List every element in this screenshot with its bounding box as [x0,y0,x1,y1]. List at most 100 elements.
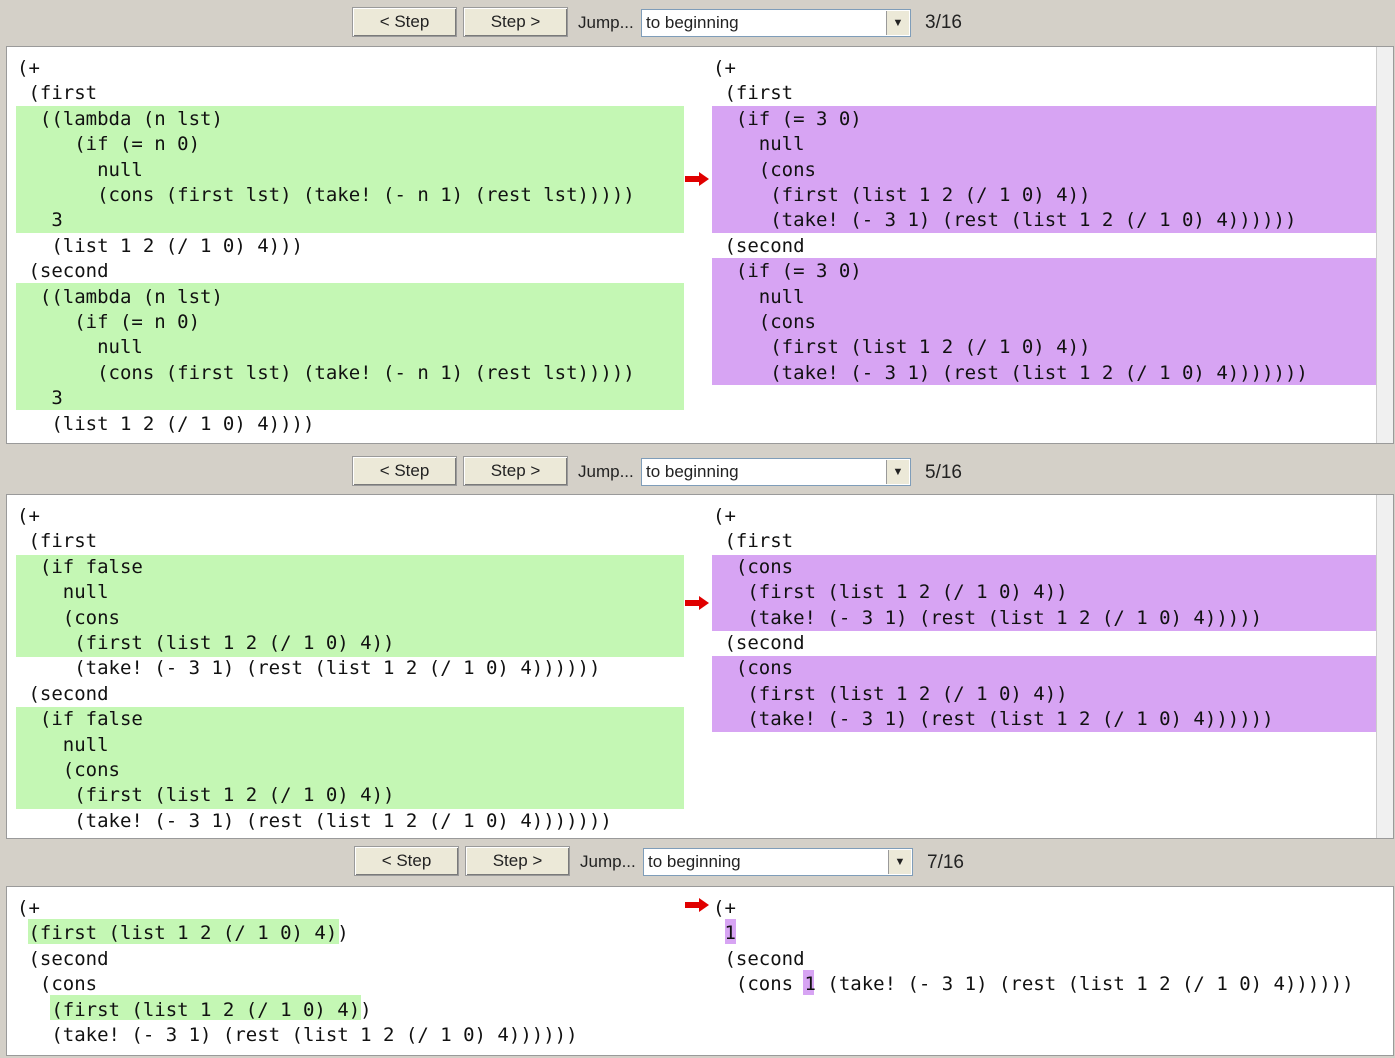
prev-step-button[interactable]: < Step [354,846,459,876]
chevron-down-icon[interactable]: ▼ [886,460,909,484]
jump-label: Jump... [580,852,636,871]
code-line: (first [713,82,794,105]
code-line: (+ [17,505,40,527]
code-line: null [17,581,109,604]
code-line: (first (list 1 2 (/ 1 0) 4)) [17,922,349,945]
jump-select-value: to beginning [646,13,739,32]
code-line: (first (list 1 2 (/ 1 0) 4)) [713,184,1091,206]
redex-highlight [16,555,684,657]
code-line: (second [17,260,109,283]
toolbar-1: < Step Step > Jump... to beginning ▼ 3/1… [0,0,1395,46]
code-line: (cons [713,158,816,181]
redex-highlight [16,106,684,233]
step-counter: 7/16 [927,852,964,873]
step-arrow-icon [685,898,709,912]
code-line: (cons [713,657,794,680]
code-line: null [713,285,805,308]
code-line: (take! (- 3 1) (rest (list 1 2 (/ 1 0) 4… [713,606,1263,629]
code-view-3: (+ (first (list 1 2 (/ 1 0) 4)) (second … [6,886,1394,1056]
code-line: (take! (- 3 1) (rest (list 1 2 (/ 1 0) 4… [713,209,1297,232]
code-line: null [17,158,143,181]
code-line: (list 1 2 (/ 1 0) 4))) [17,234,303,257]
code-line: (first (list 1 2 (/ 1 0) 4)) [713,682,1068,705]
code-line: ((lambda (n lst) [17,285,223,308]
code-line: (first (list 1 2 (/ 1 0) 4)) [17,998,372,1021]
prev-step-button[interactable]: < Step [352,7,457,37]
code-line: (second [713,947,805,970]
next-step-button[interactable]: Step > [463,456,568,486]
code-line: (first [713,530,794,553]
code-line: ((lambda (n lst) [17,107,223,130]
code-line: null [17,733,109,756]
code-line: (first (list 1 2 (/ 1 0) 4)) [17,784,395,807]
code-line: (+ [713,57,736,79]
redex-highlight [16,283,684,410]
code-line: (if (= 3 0) [713,107,862,130]
code-line: (take! (- 3 1) (rest (list 1 2 (/ 1 0) 4… [17,809,612,832]
contractum-highlight [803,970,814,995]
code-line: (cons [17,759,120,781]
code-line: (+ [17,57,40,79]
contractum-highlight [712,656,1379,732]
code-line: (second [17,682,109,705]
code-line: (take! (- 3 1) (rest (list 1 2 (/ 1 0) 4… [17,1024,578,1046]
code-line: 3 [17,209,63,232]
code-line: (cons [17,973,98,996]
prev-step-button[interactable]: < Step [352,456,457,486]
chevron-down-icon[interactable]: ▼ [888,850,911,874]
code-line: (list 1 2 (/ 1 0) 4)))) [17,412,315,435]
jump-label: Jump... [578,462,634,481]
scrollbar[interactable] [1376,47,1393,443]
code-line: (if (= n 0) [17,133,201,156]
code-line: (+ [17,897,40,919]
step-counter: 3/16 [925,12,962,33]
code-line: (first (list 1 2 (/ 1 0) 4)) [17,632,395,654]
code-line: null [17,336,143,359]
code-line: (cons 1 (take! (- 3 1) (rest (list 1 2 (… [713,973,1354,996]
code-line: (if (= n 0) [17,311,201,333]
toolbar-3: < Step Step > Jump... to beginning ▼ 7/1… [0,840,1395,886]
scrollbar[interactable] [1376,495,1393,838]
jump-select[interactable]: to beginning ▼ [641,9,911,37]
code-line: (if false [17,555,143,578]
jump-select-value: to beginning [646,462,739,481]
code-line: (cons (first lst) (take! (- n 1) (rest l… [17,184,635,206]
code-line: (second [713,632,805,654]
contractum-highlight [725,919,736,944]
code-line: (cons [713,311,816,333]
contractum-highlight [712,555,1379,631]
step-counter: 5/16 [925,462,962,483]
code-line: (if false [17,708,143,731]
code-line: (+ [713,505,736,527]
code-line: (take! (- 3 1) (rest (list 1 2 (/ 1 0) 4… [713,361,1308,384]
code-line: (first [17,530,98,553]
code-line: (first (list 1 2 (/ 1 0) 4)) [713,581,1068,604]
redex-highlight [50,995,361,1020]
code-line: (take! (- 3 1) (rest (list 1 2 (/ 1 0) 4… [17,657,601,680]
code-line: (cons [17,606,120,629]
code-line: (cons (first lst) (take! (- n 1) (rest l… [17,361,635,384]
jump-label: Jump... [578,13,634,32]
step-arrow-icon [685,172,709,186]
chevron-down-icon[interactable]: ▼ [886,11,909,35]
code-line: (first [17,82,98,105]
jump-select-value: to beginning [648,852,741,871]
code-line: (second [713,234,805,257]
toolbar-2: < Step Step > Jump... to beginning ▼ 5/1… [0,448,1395,494]
jump-select[interactable]: to beginning ▼ [641,458,911,486]
next-step-button[interactable]: Step > [465,846,570,876]
step-arrow-icon [685,596,709,610]
code-line: 1 [713,922,736,945]
code-line: (+ [713,897,736,919]
code-line: (take! (- 3 1) (rest (list 1 2 (/ 1 0) 4… [713,708,1274,731]
code-line: (if (= 3 0) [713,260,862,283]
code-line: 3 [17,387,63,410]
code-view-2: (+ (first (if false null (cons (first (l… [6,494,1394,839]
jump-select[interactable]: to beginning ▼ [643,848,913,876]
next-step-button[interactable]: Step > [463,7,568,37]
code-view-1: (+ (first ((lambda (n lst) (if (= n 0) n… [6,46,1394,444]
contractum-highlight [712,106,1379,233]
code-line: (cons [713,555,794,578]
contractum-highlight [712,258,1379,385]
redex-highlight [28,919,339,944]
